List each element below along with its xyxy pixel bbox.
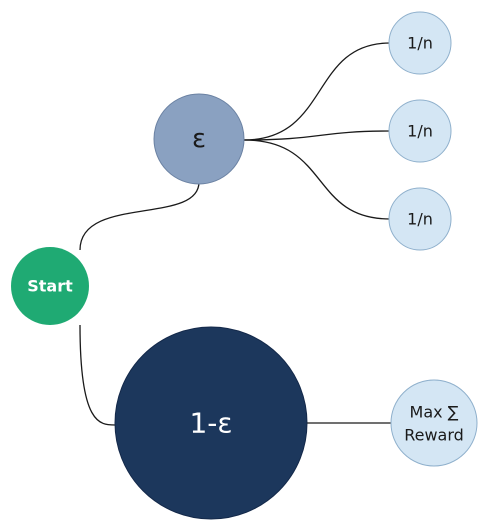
start-node-circle [11, 247, 89, 325]
explore-node: ε [153, 93, 245, 185]
random-arm-node: 1/n [388, 99, 452, 163]
edge-epsilon-to-arm-2 [243, 130, 391, 141]
exploit-node-circle [114, 326, 308, 520]
exploit-node: 1-ε [114, 326, 308, 520]
edge-start-to-epsilon [79, 181, 200, 251]
edge-epsilon-to-arm-1 [243, 42, 391, 141]
edge-start-to-exploit [79, 324, 116, 426]
exploit-node-label: 1-ε [189, 407, 232, 440]
random-arm-node: 1/n [388, 187, 452, 251]
random-arm-node-circle [388, 99, 452, 163]
random-arm-node-circle [388, 11, 452, 75]
explore-node-label: ε [192, 124, 206, 154]
max-reward-label-line1: Max ∑ [410, 403, 459, 422]
random-arm-node-circle [388, 187, 452, 251]
random-arm-node: 1/n [388, 11, 452, 75]
max-reward-node: Max ∑ Reward [390, 379, 478, 467]
max-reward-node-circle [390, 379, 478, 467]
max-reward-label-line2: Reward [404, 426, 464, 445]
start-node: Start [11, 247, 89, 325]
explore-node-circle [153, 93, 245, 185]
edge-epsilon-to-arm-3 [243, 139, 391, 220]
random-arm-node-label: 1/n [407, 34, 433, 53]
random-arm-node-label: 1/n [407, 210, 433, 229]
random-arm-node-label: 1/n [407, 122, 433, 141]
start-node-label: Start [27, 277, 73, 296]
